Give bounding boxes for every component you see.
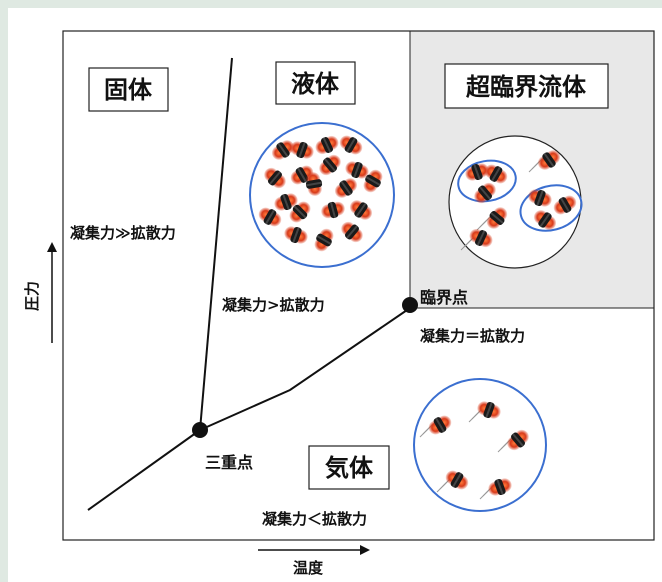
supercritical-label: 超臨界流体 <box>466 73 587 101</box>
triple-point-label: 三重点 <box>205 453 253 472</box>
temperature-arrowhead-icon <box>360 545 370 555</box>
critical-point-marker <box>402 297 418 313</box>
solid-label-box <box>88 67 169 112</box>
solid-label: 固体 <box>104 76 153 104</box>
pressure-axis-label: 圧力 <box>23 281 41 311</box>
gas-label: 気体 <box>325 454 374 482</box>
liquid-label: 液体 <box>291 70 340 98</box>
liquid-label-box <box>275 61 356 105</box>
liquid-molecule-cluster <box>249 122 395 268</box>
sublimation-curve <box>87 429 201 511</box>
gas-label-box <box>308 445 390 490</box>
temperature-axis-label: 温度 <box>293 559 324 577</box>
vaporization-curve <box>199 307 411 431</box>
gas-molecule-cluster <box>413 378 547 512</box>
supercritical-molecule-cluster <box>448 135 583 269</box>
liquid-relation-text: 凝集力>拡散力 <box>222 296 325 314</box>
triple-point-marker <box>192 422 208 438</box>
supercritical-label-box <box>444 63 609 109</box>
critical-relation-text: 凝集力＝拡散力 <box>420 327 525 345</box>
gas-relation-text: 凝集力＜拡散力 <box>262 510 367 528</box>
pressure-arrowhead-icon <box>47 242 57 252</box>
solid-relation-text: 凝集力≫拡散力 <box>70 224 176 242</box>
plot-frame <box>62 30 655 541</box>
melting-curve <box>199 57 233 431</box>
critical-point-label: 臨界点 <box>420 288 468 307</box>
